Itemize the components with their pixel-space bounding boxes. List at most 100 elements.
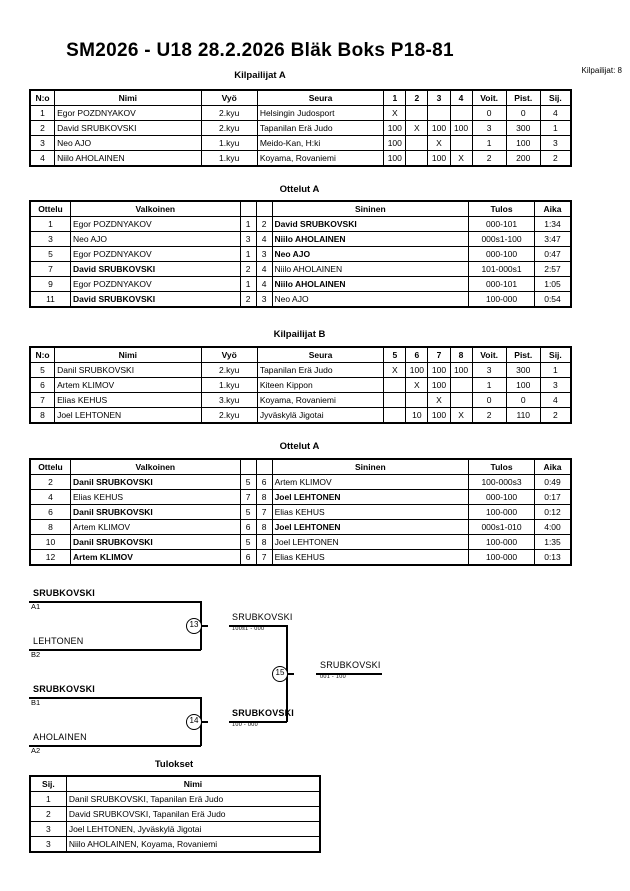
table-row: 1 Danil SRUBKOVSKI, Tapanilan Erä Judo [30, 791, 321, 807]
cell-time: 1:05 [534, 276, 571, 292]
cell-rank: 2 [539, 407, 572, 423]
cell-blue-no: 2 [255, 216, 273, 232]
cell-name: Egor POZDNYAKOV [54, 105, 202, 121]
bracket-winner-name: SRUBKOVSKI [232, 612, 293, 622]
cell-blue: Joel LEHTONEN [271, 534, 470, 550]
matches-a-body: 1 Egor POZDNYAKOV 1 2 David SRUBKOVSKI 0… [30, 216, 571, 307]
results-caption: Tulokset [154, 759, 194, 770]
cell-points: 100 [505, 377, 541, 393]
cell-m3: 100 [427, 120, 451, 136]
cell-rank: 4 [539, 105, 572, 121]
table-row: 5 Danil SRUBKOVSKI 2.kyu Tapanilan Erä J… [29, 362, 572, 378]
bracket-line [29, 745, 201, 747]
col-no: N:o [29, 347, 56, 363]
cell-rank: 1 [539, 362, 572, 378]
col-blue: Sininen [271, 459, 470, 475]
col-white: Valkoinen [69, 459, 241, 475]
table-row: 1 Egor POZDNYAKOV 1 2 David SRUBKOVSKI 0… [30, 216, 571, 232]
cell-m1: 100 [383, 150, 407, 166]
cell-wins: 2 [471, 407, 507, 423]
cell-blue: David SRUBKOVSKI [271, 216, 470, 232]
cell-m1: X [383, 105, 407, 121]
cell-result: 000-100 [468, 489, 535, 505]
bracket-line [200, 625, 208, 627]
bracket-seed-code: B2 [31, 650, 41, 659]
cell-match-no: 7 [30, 261, 71, 277]
cell-m7: 100 [427, 407, 451, 423]
cell-white-no: 7 [239, 489, 257, 505]
cell-blue-no: 4 [255, 261, 273, 277]
cell-club: Koyama, Rovaniemi [256, 392, 385, 408]
cell-time: 0:17 [534, 489, 571, 505]
cell-rank: 3 [30, 821, 67, 837]
col-name: Nimi [54, 347, 202, 363]
bracket-winner-name: SRUBKOVSKI [232, 708, 295, 718]
cell-points: 300 [505, 120, 541, 136]
cell-name: David SRUBKOVSKI, Tapanilan Erä Judo [65, 806, 321, 822]
cell-wins: 0 [471, 105, 507, 121]
cell-time: 0:12 [534, 504, 571, 520]
bracket-score: 100s1 - 000 [232, 626, 265, 632]
cell-white-no: 6 [239, 549, 257, 565]
cell-match-no: 2 [30, 474, 71, 490]
cell-no: 6 [29, 377, 56, 393]
cell-club: Tapanilan Erä Judo [256, 362, 385, 378]
cell-white-no: 3 [239, 231, 257, 247]
pool-a-table: N:o Nimi Vyö Seura 1 2 3 4 Voit. Pist. S… [29, 89, 572, 167]
col-opp-1: 1 [383, 90, 407, 106]
cell-blue-no: 7 [255, 549, 273, 565]
bracket-line [229, 625, 287, 627]
bracket-seed-name: AHOLAINEN [33, 732, 87, 742]
cell-no: 4 [29, 150, 56, 166]
cell-time: 3:47 [534, 231, 571, 247]
table-row: 6 Artem KLIMOV 1.kyu Kiteen Kippon X 100… [29, 377, 572, 393]
pool-b-grid: N:o Nimi Vyö Seura 5 6 7 8 Voit. Pist. S… [29, 347, 572, 423]
col-rank: Sij. [539, 90, 572, 106]
col-opp-2: 2 [405, 90, 429, 106]
cell-blue: Joel LEHTONEN [271, 489, 470, 505]
cell-time: 1:35 [534, 534, 571, 550]
col-opp-5: 5 [383, 347, 407, 363]
cell-m1: 100 [383, 135, 407, 151]
cell-result: 000-100 [468, 246, 535, 262]
cell-result: 100-000 [468, 534, 535, 550]
cell-match-no: 10 [30, 534, 71, 550]
cell-name: Niilo AHOLAINEN, Koyama, Rovaniemi [65, 836, 321, 852]
cell-club: Kiteen Kippon [256, 377, 385, 393]
cell-result: 100-000 [468, 291, 535, 307]
table-row: 10 Danil SRUBKOVSKI 5 8 Joel LEHTONEN 10… [30, 534, 571, 550]
col-rank: Sij. [30, 776, 67, 792]
bracket-score: 001 - 100 [320, 674, 346, 680]
cell-name: Joel LEHTONEN [54, 407, 202, 423]
cell-belt: 2.kyu [200, 120, 258, 136]
cell-white-no: 6 [239, 519, 257, 535]
cell-white: Danil SRUBKOVSKI [69, 534, 241, 550]
col-points: Pist. [505, 90, 541, 106]
col-rank: Sij. [539, 347, 572, 363]
col-opp-8: 8 [449, 347, 473, 363]
cell-rank: 3 [30, 836, 67, 852]
cell-blue: Niilo AHOLAINEN [271, 231, 470, 247]
cell-belt: 2.kyu [200, 407, 258, 423]
cell-white: Egor POZDNYAKOV [69, 216, 241, 232]
cell-white: Neo AJO [69, 231, 241, 247]
cell-m4 [449, 105, 473, 121]
cell-m8: X [449, 407, 473, 423]
col-club: Seura [256, 90, 385, 106]
cell-m3: 100 [427, 150, 451, 166]
cell-match-no: 9 [30, 276, 71, 292]
cell-blue: Elias KEHUS [271, 549, 470, 565]
cell-points: 0 [505, 392, 541, 408]
col-opp-7: 7 [427, 347, 451, 363]
cell-time: 0:54 [534, 291, 571, 307]
cell-points: 100 [505, 135, 541, 151]
col-match-no: Ottelu [30, 201, 71, 217]
matches-b-grid: Ottelu Valkoinen Sininen Tulos Aika 2 Da… [30, 459, 571, 565]
cell-white: Egor POZDNYAKOV [69, 276, 241, 292]
cell-white-no: 2 [239, 261, 257, 277]
cell-white-no: 5 [239, 474, 257, 490]
col-match-no: Ottelu [30, 459, 71, 475]
col-result: Tulos [468, 459, 535, 475]
cell-white: Egor POZDNYAKOV [69, 246, 241, 262]
cell-white: Danil SRUBKOVSKI [69, 474, 241, 490]
